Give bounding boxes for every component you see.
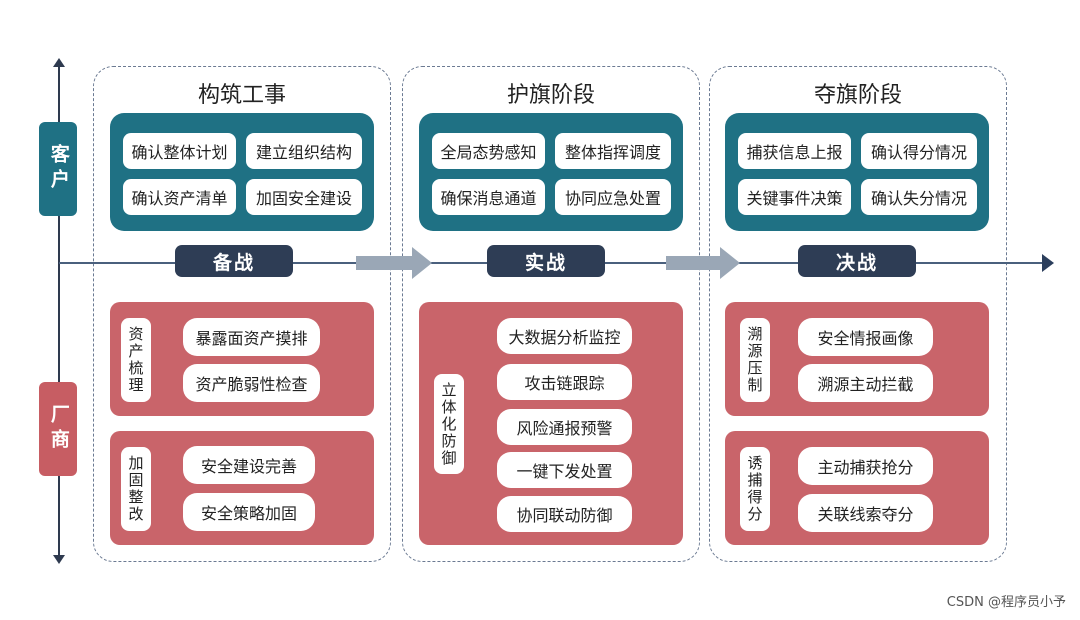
vendor-item: 资产脆弱性检查	[183, 364, 320, 402]
vendor-item: 关联线索夺分	[798, 494, 933, 532]
vendor-item: 协同联动防御	[497, 496, 632, 532]
vendor-item: 溯源主动拦截	[798, 364, 933, 402]
vendor-group-label: 溯源压制	[740, 318, 770, 402]
vendor-item: 暴露面资产摸排	[183, 318, 320, 356]
client-item: 关键事件决策	[738, 179, 851, 215]
client-item: 确认资产清单	[123, 179, 236, 215]
phase-1-title: 构筑工事	[197, 83, 286, 108]
client-item: 整体指挥调度	[555, 133, 671, 169]
vendor-group-label: 资产梳理	[121, 318, 151, 402]
horizontal-axis-arrowhead	[1042, 254, 1054, 272]
vendor-item: 主动捕获抢分	[798, 447, 933, 485]
phase-2-title: 护旗阶段	[506, 83, 595, 108]
watermark: CSDN @程序员小予	[946, 595, 1066, 610]
client-item: 确认整体计划	[123, 133, 236, 169]
vendor-item: 一键下发处置	[497, 452, 632, 488]
client-item: 确认得分情况	[861, 133, 977, 169]
phase-1-container: 构筑工事	[93, 66, 391, 562]
client-item: 协同应急处置	[555, 179, 671, 215]
vendor-group-label: 加固整改	[121, 447, 151, 531]
vendor-item: 安全情报画像	[798, 318, 933, 356]
vendor-group-label: 立体化防御	[434, 374, 464, 474]
vendor-item: 大数据分析监控	[497, 318, 632, 354]
stage-label-1: 备战	[175, 245, 293, 277]
vendor-item: 风险通报预警	[497, 409, 632, 445]
client-tab: 客户	[39, 122, 77, 216]
flow-arrow-2-shaft	[666, 256, 722, 270]
client-item: 捕获信息上报	[738, 133, 851, 169]
client-item: 建立组织结构	[246, 133, 362, 169]
client-item: 确认失分情况	[861, 179, 977, 215]
client-item: 确保消息通道	[432, 179, 545, 215]
vertical-axis	[58, 64, 60, 558]
client-item: 全局态势感知	[432, 133, 545, 169]
flow-arrow-1-shaft	[356, 256, 414, 270]
flow-arrow-2-head	[720, 247, 740, 279]
vendor-tab: 厂商	[39, 382, 77, 476]
phase-3-title: 夺旗阶段	[813, 83, 902, 108]
phase-3-container: 夺旗阶段	[709, 66, 1007, 562]
vertical-axis-up-arrow	[53, 58, 65, 67]
client-item: 加固安全建设	[246, 179, 362, 215]
vendor-group-label: 诱捕得分	[740, 447, 770, 531]
stage-label-3: 决战	[798, 245, 916, 277]
stage-label-2: 实战	[487, 245, 605, 277]
vendor-item: 安全策略加固	[183, 493, 315, 531]
vendor-item: 攻击链跟踪	[497, 364, 632, 400]
vendor-item: 安全建设完善	[183, 446, 315, 484]
phase-2-container: 护旗阶段	[402, 66, 700, 562]
vertical-axis-down-arrow	[53, 555, 65, 564]
flow-arrow-1-head	[412, 247, 432, 279]
